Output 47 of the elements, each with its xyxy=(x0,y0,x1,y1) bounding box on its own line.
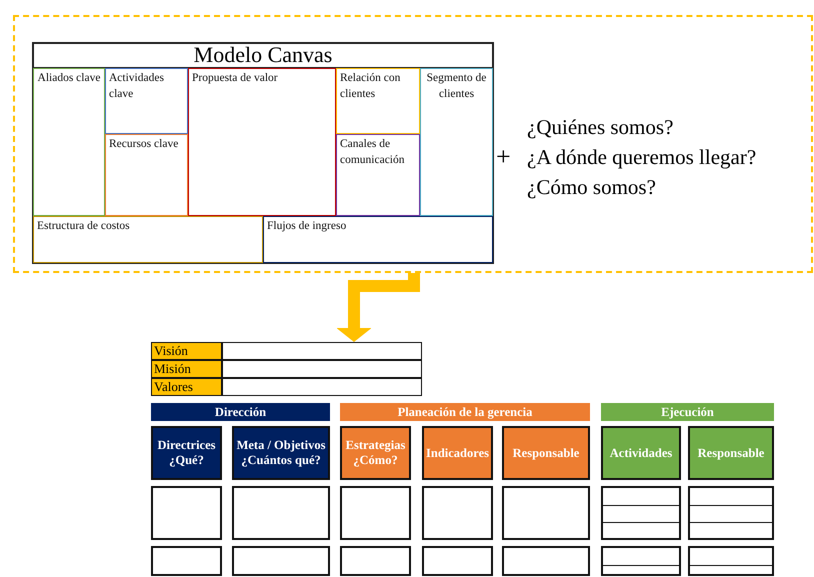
canvas-title: Modelo Canvas xyxy=(33,43,493,68)
empty-cell xyxy=(502,546,590,576)
canvas-block: Segmento de clientes xyxy=(420,68,493,216)
canvas-block: Aliados clave xyxy=(33,68,105,216)
row-label: Valores xyxy=(151,378,222,396)
input-field xyxy=(222,342,422,360)
column-header: Estrategias ¿Cómo? xyxy=(340,426,411,480)
split-cell xyxy=(688,486,774,540)
column-header: Responsable xyxy=(502,426,590,480)
empty-cell xyxy=(340,546,411,576)
empty-cell xyxy=(151,546,222,576)
section-header: Dirección xyxy=(151,403,330,421)
empty-cell xyxy=(502,486,590,540)
canvas-block: Canales de comunicación xyxy=(336,134,420,216)
split-cell xyxy=(688,546,774,576)
canvas-block: Relación con clientes xyxy=(336,68,420,134)
question-text: ¿A dónde queremos llegar? xyxy=(527,144,758,171)
empty-cell xyxy=(340,486,411,540)
empty-cell xyxy=(232,486,330,540)
arrow xyxy=(336,273,420,342)
input-field xyxy=(222,378,422,396)
plus-sign: + xyxy=(496,142,512,172)
canvas-block: Estructura de costos xyxy=(33,216,263,263)
canvas-block: Propuesta de valor xyxy=(188,68,336,216)
split-cell xyxy=(601,486,681,540)
empty-cell xyxy=(422,486,493,540)
empty-cell xyxy=(232,546,330,576)
section-header: Planeación de la gerencia xyxy=(340,403,590,421)
question-text: ¿Quiénes somos? xyxy=(527,114,674,141)
canvas-block: Actividades clave xyxy=(105,68,188,134)
question-text: ¿Cómo somos? xyxy=(527,174,657,201)
empty-cell xyxy=(422,546,493,576)
canvas-block: Flujos de ingreso xyxy=(263,216,493,263)
column-header: Meta / Objetivos ¿Cuántos qué? xyxy=(232,426,330,480)
section-header: Ejecución xyxy=(601,403,774,421)
empty-cell xyxy=(151,486,222,540)
column-header: Indicadores xyxy=(422,426,493,480)
input-field xyxy=(222,360,422,378)
row-label: Visión xyxy=(151,342,222,360)
column-header: Actividades xyxy=(601,426,681,480)
split-cell xyxy=(601,546,681,576)
column-header: Directrices ¿Qué? xyxy=(151,426,222,480)
column-header: Responsable xyxy=(688,426,774,480)
dashed-frame xyxy=(13,15,813,273)
canvas-board xyxy=(32,42,494,264)
row-label: Misión xyxy=(151,360,222,378)
canvas-block: Recursos clave xyxy=(105,134,188,216)
